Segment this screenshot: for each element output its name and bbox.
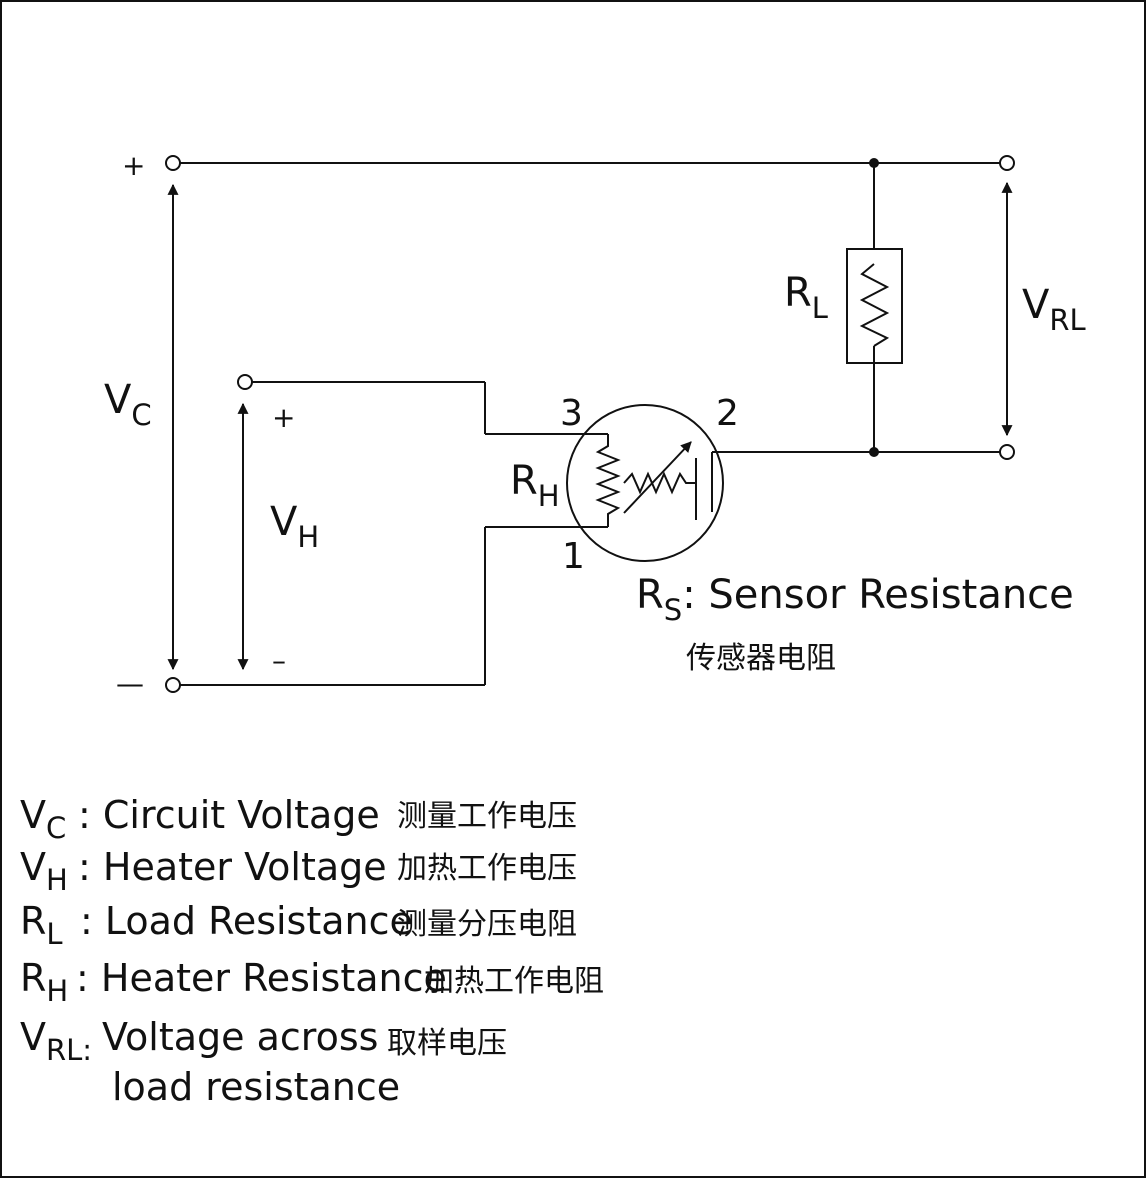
rs-label: RS: Sensor Resistance [636, 572, 1074, 627]
vrl-label: VRL [1022, 282, 1086, 337]
vh-minus-sign: – [272, 644, 286, 677]
rl-label: RL [784, 270, 828, 325]
rh-heater-zigzag [595, 434, 621, 527]
vh-plus-terminal [237, 374, 253, 390]
pin-1-label: 1 [562, 536, 585, 577]
legend-item-rl: RL: Load Resistance [20, 899, 413, 951]
vh-label: VH [270, 499, 319, 554]
legend-item-vh: VH: Heater Voltage [20, 845, 387, 897]
sensor-body [566, 404, 724, 562]
rs-variable-arrow [623, 441, 692, 514]
legend-item-rh-cn: 加热工作电阻 [424, 964, 604, 999]
vrl-top-terminal [999, 155, 1015, 171]
pin-2-label: 2 [716, 393, 739, 434]
vc-plus-sign: + [122, 149, 145, 182]
vc-label: VC [104, 377, 152, 432]
legend-item-vc: VC: Circuit Voltage [20, 793, 380, 845]
vh-plus-sign: + [272, 401, 295, 434]
legend-item-vrl-cn: 取样电压 [387, 1026, 507, 1061]
vc-plus-terminal [165, 155, 181, 171]
vc-minus-sign: — [116, 667, 144, 700]
legend-item-rl-cn: 测量分压电阻 [397, 907, 577, 942]
legend-item-rh: RH: Heater Resistance [20, 956, 447, 1008]
legend: VC: Circuit Voltage 测量工作电压 VH: Heater Vo… [20, 793, 604, 1109]
rh-label: RH [510, 458, 560, 513]
legend-item-vh-cn: 加热工作电压 [397, 851, 577, 886]
legend-item-vrl: VRL:Voltage across [20, 1015, 378, 1067]
legend-item-vc-cn: 测量工作电压 [397, 799, 577, 834]
sensor-caption-cn: 传感器电阻 [686, 641, 836, 676]
legend-item-vrl-line2: load resistance [112, 1065, 400, 1109]
rs-sensor-zigzag [623, 471, 696, 495]
vc-minus-terminal [165, 677, 181, 693]
rl-resistor-zigzag [859, 263, 890, 347]
pin-3-label: 3 [560, 393, 583, 434]
vrl-bottom-terminal [999, 444, 1015, 460]
